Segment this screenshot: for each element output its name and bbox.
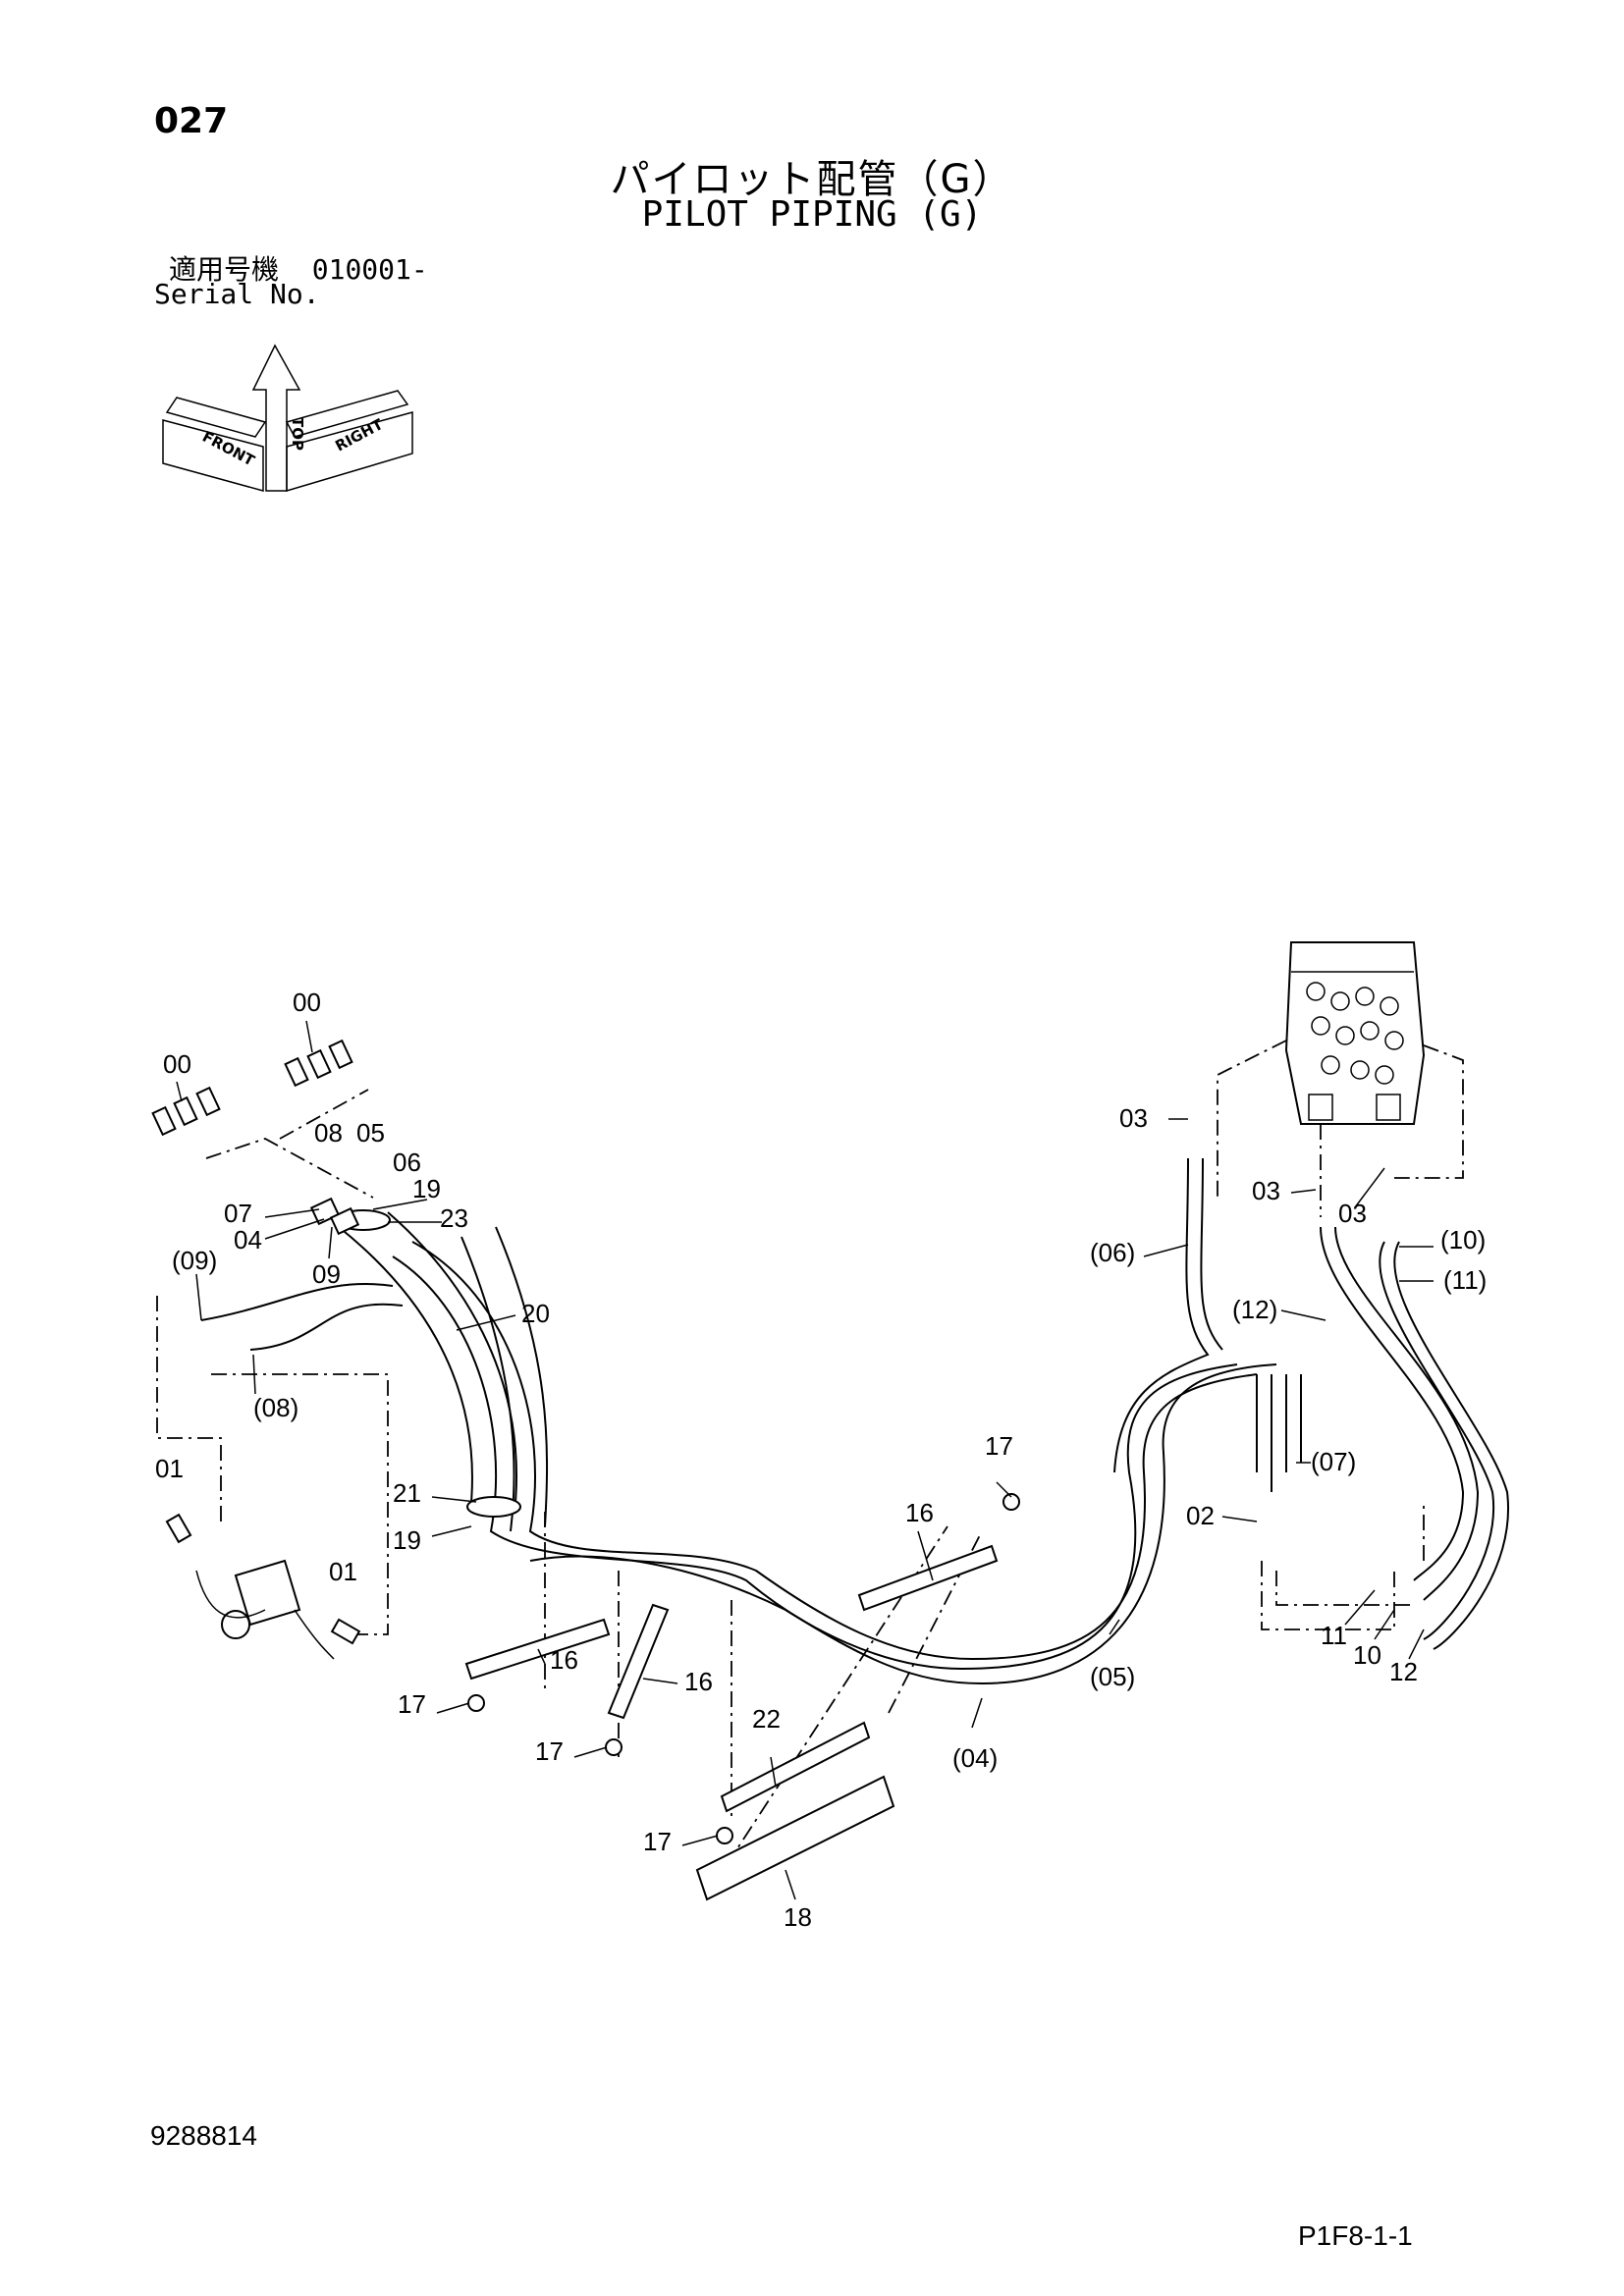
callout-09: 09: [312, 1259, 341, 1289]
callout-05: 05: [356, 1118, 385, 1148]
callout-17-d: 17: [985, 1431, 1013, 1461]
serial-value: 010001-: [311, 253, 428, 286]
orientation-arrows-icon: TOP FRONT RIGHT: [162, 344, 413, 493]
callout-07-paren: (07): [1311, 1447, 1356, 1476]
fitting-group-00-left: [151, 1086, 221, 1137]
assembly-leader-lines: [156, 1040, 1464, 1866]
callout-04: 04: [234, 1225, 262, 1255]
hose-protector-sleeve: [336, 1209, 521, 1518]
clamp-brackets: [464, 1544, 999, 1901]
callout-06-paren: (06): [1090, 1238, 1135, 1267]
callout-03-right: 03: [1338, 1199, 1367, 1228]
callout-01-left: 01: [155, 1454, 184, 1483]
serial-applicability: 適用号機 010001-: [169, 248, 428, 288]
page-title-japanese: パイロット配管（G）: [610, 157, 1014, 202]
callout-03-upper: 03: [1119, 1103, 1148, 1133]
callout-01-right: 01: [329, 1557, 357, 1586]
callout-21: 21: [393, 1478, 421, 1508]
callout-19-upper: 19: [412, 1174, 441, 1203]
orientation-top-label: TOP: [289, 417, 306, 451]
callout-06: 06: [393, 1148, 421, 1177]
callout-05-paren: (05): [1090, 1662, 1135, 1691]
callout-11: 11: [1321, 1621, 1347, 1650]
callout-10: 10: [1353, 1640, 1381, 1670]
callout-10-paren: (10): [1440, 1225, 1486, 1255]
connector-cluster: [309, 1197, 360, 1236]
callout-11-paren: (11): [1443, 1265, 1487, 1295]
callout-00-lower: 00: [163, 1049, 191, 1079]
callout-09-paren: (09): [172, 1246, 217, 1275]
callout-23: 23: [440, 1203, 468, 1233]
serial-label-english: Serial No.: [154, 278, 320, 310]
callout-08: 08: [314, 1118, 343, 1148]
callout-22: 22: [752, 1704, 781, 1734]
callout-00-upper: 00: [293, 988, 321, 1017]
callout-18: 18: [784, 1902, 812, 1932]
callout-08-paren: (08): [253, 1393, 298, 1422]
fitting-group-00-right: [284, 1039, 353, 1088]
callout-16-left: 16: [550, 1645, 578, 1675]
callout-labels: 00 00 08 05 06 19 23 07 04 09 (09) (08) …: [155, 988, 1487, 1932]
callout-leaders: [176, 1020, 1434, 1900]
callout-12-paren: (12): [1232, 1295, 1277, 1324]
callout-17-b: 17: [535, 1736, 564, 1766]
figure-code: P1F8-1-1: [1298, 2220, 1413, 2251]
callout-12: 12: [1389, 1657, 1418, 1686]
callout-16-right: 16: [905, 1498, 934, 1527]
callout-03-middle: 03: [1252, 1176, 1280, 1205]
page-title-english: PILOT PIPING (G): [641, 194, 983, 235]
callout-17-c: 17: [643, 1827, 672, 1856]
callout-02: 02: [1186, 1501, 1215, 1530]
callout-07: 07: [224, 1199, 252, 1228]
solenoid-valve: [165, 1513, 361, 1660]
orientation-front-label: FRONT: [199, 428, 258, 470]
pilot-valve-block: [1284, 941, 1426, 1125]
page-number: 027: [154, 101, 229, 141]
callout-19-lower: 19: [393, 1525, 421, 1555]
callout-20: 20: [521, 1299, 550, 1328]
callout-17-a: 17: [398, 1689, 426, 1719]
serial-label-japanese: 適用号機: [169, 253, 280, 286]
orientation-right-label: RIGHT: [332, 415, 386, 455]
callout-16-middle: 16: [684, 1667, 713, 1696]
document-number: 9288814: [150, 2120, 258, 2151]
callout-04-paren: (04): [952, 1743, 998, 1773]
